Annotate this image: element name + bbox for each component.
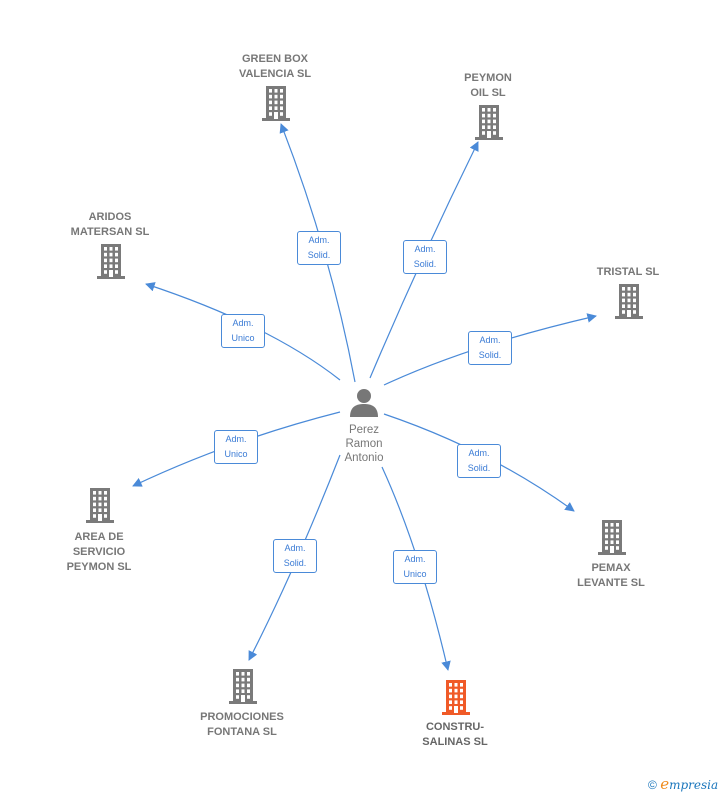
building-icon [86,488,114,523]
building-icon [615,284,643,319]
company-node-constru-salinas[interactable] [440,679,472,720]
edge-label-aridos-matersan[interactable]: Adm. Unico [221,314,265,348]
person-node[interactable]: Perez Ramon Antonio [334,385,394,465]
copyright-symbol: © [648,778,657,792]
edge-label-tristal[interactable]: Adm. Solid. [468,331,512,365]
building-icon [97,244,125,279]
building-icon [598,520,626,555]
building-icon [262,86,290,121]
company-label-area-de-servicio-peymon[interactable]: AREA DE SERVICIO PEYMON SL [66,531,132,573]
company-node-pemax-levante[interactable] [596,519,628,560]
edge-label-pemax-levante[interactable]: Adm. Solid. [457,444,501,478]
building-icon [229,669,257,704]
person-icon [350,389,378,417]
building-icon [442,680,470,715]
edge-label-promociones-fontana[interactable]: Adm. Solid. [273,539,317,573]
company-node-aridos-matersan[interactable] [95,243,127,284]
credit: © empresia [648,775,718,793]
brand-logo-text: mpresia [669,778,719,792]
company-label-constru-salinas[interactable]: CONSTRU- SALINAS SL [422,721,488,748]
company-node-green-box-valencia[interactable] [260,85,292,126]
company-node-promociones-fontana[interactable] [227,668,259,709]
building-icon [475,105,503,140]
company-node-tristal[interactable] [613,283,645,324]
company-label-promociones-fontana[interactable]: PROMOCIONES FONTANA SL [200,711,284,738]
edge-label-green-box-valencia[interactable]: Adm. Solid. [297,231,341,265]
edge-label-area-de-servicio-peymon[interactable]: Adm. Unico [214,430,258,464]
company-node-peymon-oil[interactable] [473,104,505,145]
company-label-peymon-oil[interactable]: PEYMON OIL SL [464,72,512,99]
edge-label-peymon-oil[interactable]: Adm. Solid. [403,240,447,274]
company-label-tristal[interactable]: TRISTAL SL [596,266,660,278]
company-label-green-box-valencia[interactable]: GREEN BOX VALENCIA SL [238,53,312,80]
person-name: Perez Ramon Antonio [344,424,384,464]
brand-logo-initial: e [660,775,670,793]
company-node-area-de-servicio-peymon[interactable] [84,487,116,528]
company-label-aridos-matersan[interactable]: ARIDOS MATERSAN SL [70,211,150,238]
edge-label-constru-salinas[interactable]: Adm. Unico [393,550,437,584]
company-label-pemax-levante[interactable]: PEMAX LEVANTE SL [577,562,645,589]
